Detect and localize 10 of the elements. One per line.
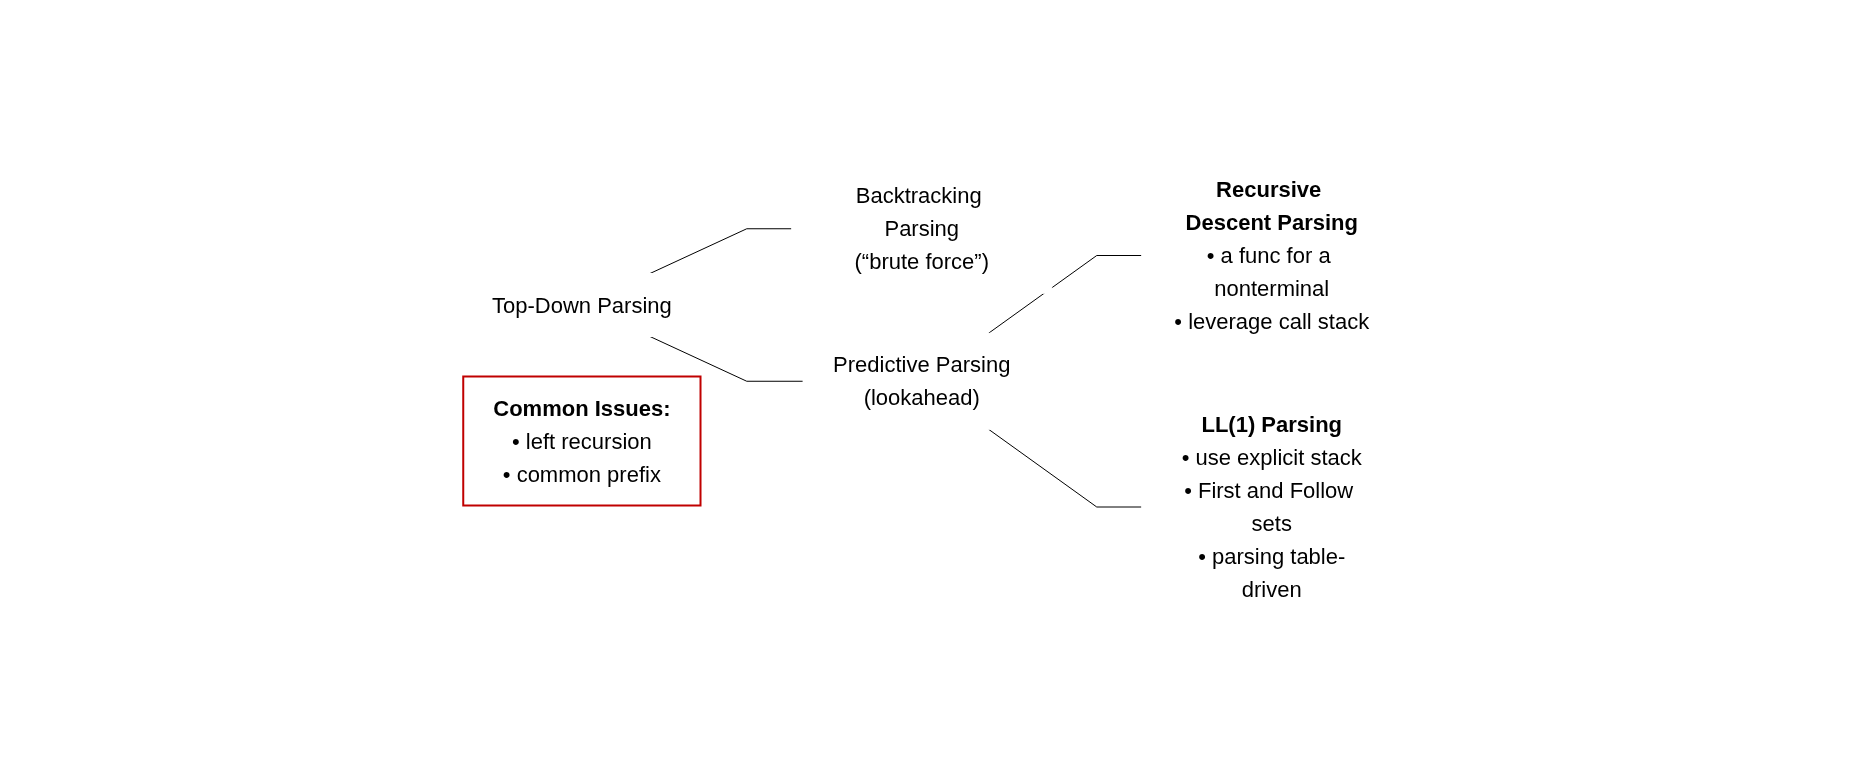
node-text: Predictive Parsing (lookahead) [833,351,1011,410]
node-text: LL(1) Parsing • use explicit stack • First and Follow sets • parsing table-driven [1181,411,1362,602]
connector [649,335,804,382]
node-text: Top-Down Parsing [492,292,672,317]
connector [649,227,793,274]
connector [988,428,1143,507]
node-text: Backtracking Parsing (“brute force”) [854,182,990,274]
node-box: Common Issues: • left recursion • common prefix [462,375,702,506]
connector [988,254,1143,334]
node-text: Recursive Descent Parsing • a func for a nonterminal • leverage call stack [1174,176,1370,334]
